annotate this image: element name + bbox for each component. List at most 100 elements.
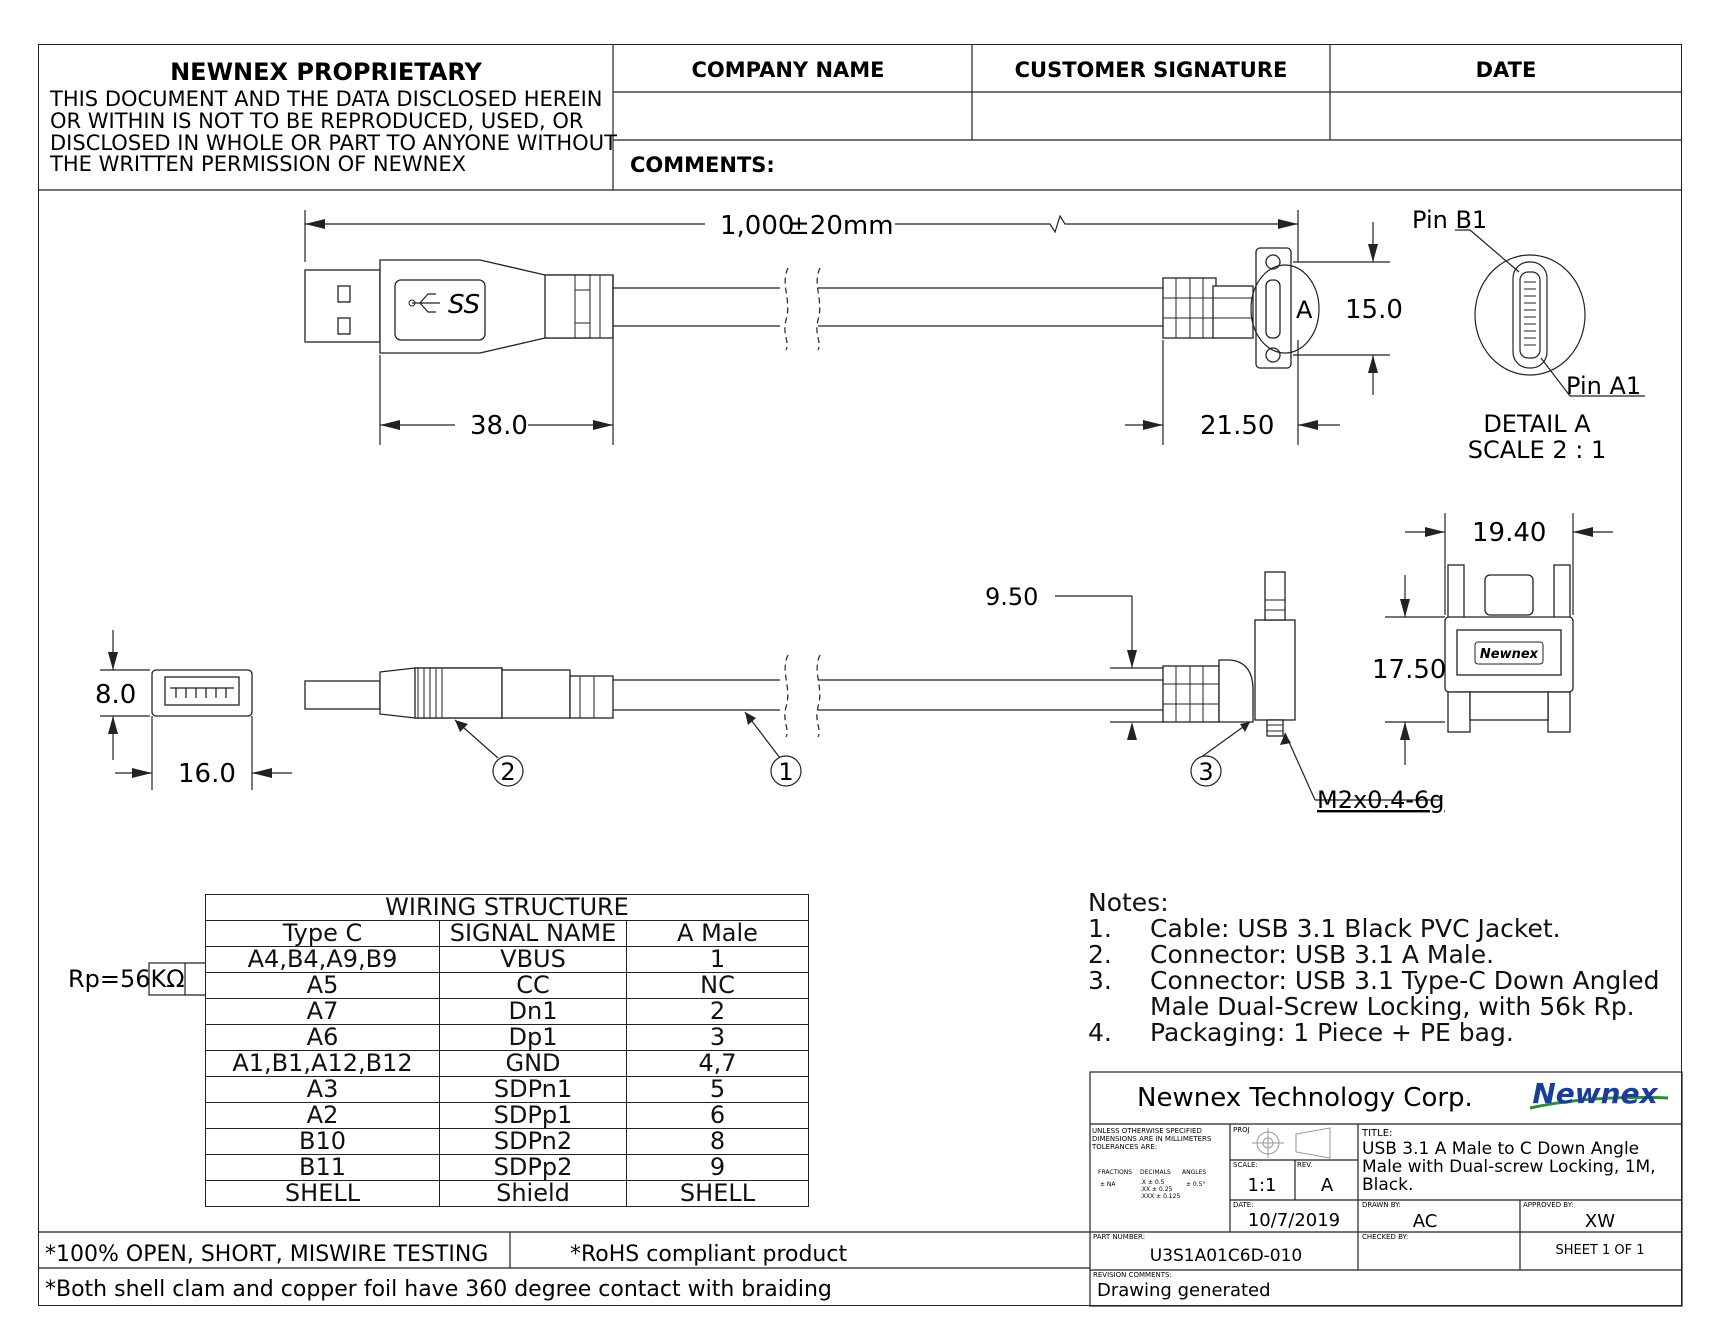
- header-grid: [38, 44, 1682, 191]
- svg-text:Newnex: Newnex: [1532, 1077, 1658, 1110]
- proprietary-title: NEWNEX PROPRIETARY: [170, 58, 482, 86]
- balloon-leaders: [454, 711, 1440, 801]
- tb-drawn-by-value: AC: [1413, 1211, 1438, 1232]
- rp-resistor-box: [148, 962, 205, 996]
- tb-title-line-2: Male with Dual-screw Locking, 1M,: [1362, 1157, 1656, 1177]
- tb-part-number-label: PART NUMBER:: [1093, 1233, 1145, 1241]
- wiring-header-type-c: Type C: [205, 920, 440, 947]
- tb-part-number-value: U3S1A01C6D-010: [1150, 1246, 1303, 1266]
- detail-a-marker: A: [1296, 296, 1313, 324]
- cable-top-view: [613, 267, 1163, 351]
- testing-note: *100% OPEN, SHORT, MISWIRE TESTING: [45, 1242, 488, 1267]
- wiring-header-signal: SIGNAL NAME: [439, 920, 627, 947]
- tb-tol-decimals: DECIMALS: [1140, 1169, 1171, 1176]
- a-port-height-value: 8.0: [95, 680, 136, 710]
- overall-length-dimension: [304, 210, 1299, 262]
- a-port-width-value: 16.0: [178, 759, 236, 789]
- tb-unless-1: UNLESS OTHERWISE SPECIFIED: [1092, 1127, 1202, 1135]
- tb-approved-by-label: APPROVED BY:: [1523, 1201, 1573, 1209]
- comments-label: COMMENTS:: [630, 153, 775, 177]
- tb-company: Newnex Technology Corp.: [1137, 1083, 1473, 1113]
- proprietary-line-2: OR WITHIN IS NOT TO BE REPRODUCED, USED,…: [50, 109, 584, 133]
- customer-signature-label: CUSTOMER SIGNATURE: [1015, 58, 1288, 82]
- usb-a-side-grip: [417, 668, 595, 718]
- balloon-3: 3: [1190, 755, 1222, 787]
- a-length-value: 38.0: [470, 411, 528, 441]
- tb-date-label: DATE:: [1233, 1201, 1254, 1209]
- usb-a-grip-lines: [418, 259, 601, 354]
- end-width-value: 19.40: [1472, 518, 1546, 548]
- note-item-continued: Male Dual-Screw Locking, with 56k Rp.: [1150, 992, 1635, 1021]
- svg-text:3: 3: [1198, 758, 1213, 786]
- detail-a-scale: SCALE 2 : 1: [1468, 436, 1606, 464]
- wiring-table: WIRING STRUCTURE Type C SIGNAL NAME A Ma…: [205, 894, 809, 1207]
- tb-tol-angles: ANGLES: [1182, 1169, 1206, 1176]
- tb-sheet: SHEET 1 OF 1: [1555, 1243, 1644, 1258]
- usb-a-plug-side-view: [304, 667, 614, 719]
- note-item: 1.Cable: USB 3.1 Black PVC Jacket.: [1088, 914, 1561, 943]
- overall-length-value: 1,000: [720, 211, 794, 241]
- proprietary-line-3: DISCLOSED IN WHOLE OR PART TO ANYONE WIT…: [50, 131, 617, 155]
- usb-a-end-view: [151, 669, 253, 717]
- tb-tol-fractions: FRACTIONS: [1098, 1169, 1132, 1176]
- tb-title-label: TITLE:: [1361, 1128, 1392, 1139]
- note-item: 2.Connector: USB 3.1 A Male.: [1088, 940, 1495, 969]
- type-c-connector-top-view: [1162, 247, 1292, 369]
- title-block-grid: [1089, 1071, 1683, 1307]
- offset-950-dimension: [1055, 595, 1163, 723]
- date-label: DATE: [1476, 58, 1537, 82]
- balloon-1: 1: [770, 755, 802, 787]
- svg-text:SS: SS: [448, 290, 480, 320]
- usb-ss-logo-icon: SS: [408, 290, 480, 320]
- tb-revision-comments-value: Drawing generated: [1097, 1280, 1271, 1301]
- company-name-label: COMPANY NAME: [691, 58, 884, 82]
- wiring-header-a-male: A Male: [626, 920, 809, 947]
- tb-tol-angle-value: ± 0.5°: [1186, 1181, 1205, 1188]
- tb-drawn-by-label: DRAWN BY:: [1362, 1201, 1401, 1209]
- tb-checked-by-label: CHECKED BY:: [1362, 1233, 1408, 1241]
- type-c-side-view: [1162, 571, 1296, 737]
- tb-approved-by-value: XW: [1585, 1211, 1615, 1232]
- offset-950-value: 9.50: [985, 583, 1038, 611]
- note-item: 4.Packaging: 1 Piece + PE bag.: [1088, 1018, 1514, 1047]
- type-c-grip-lines: [1163, 278, 1253, 338]
- detail-a-view: [1455, 229, 1645, 397]
- notes-title: Notes:: [1088, 888, 1169, 917]
- tb-title-line-1: USB 3.1 A Male to C Down Angle: [1362, 1139, 1639, 1159]
- tb-title-line-3: Black.: [1362, 1175, 1413, 1195]
- overall-length-tolerance: ±20mm: [788, 211, 894, 241]
- proprietary-line-4: THE WRITTEN PERMISSION OF NEWNEX: [49, 152, 466, 176]
- tb-scale-label: SCALE:: [1233, 1161, 1258, 1169]
- end-height-value: 17.50: [1372, 655, 1446, 685]
- tb-tol-dec-3: .XXX ± 0.125: [1140, 1193, 1180, 1200]
- tb-unless-2: DIMENSIONS ARE IN MILLIMETERS: [1092, 1135, 1212, 1143]
- cable-side-view: [613, 654, 1163, 738]
- pin-b1-label: Pin B1: [1412, 206, 1487, 234]
- tb-rev-value: A: [1321, 1175, 1334, 1196]
- tb-proj-label: PROJ: [1233, 1126, 1250, 1134]
- tb-tol-dec-2: .XX ± 0.25: [1140, 1186, 1173, 1193]
- proprietary-line-1: THIS DOCUMENT AND THE DATA DISCLOSED HER…: [49, 87, 603, 111]
- detail-a-circle: [1250, 264, 1320, 354]
- detail-a-pins: [1524, 281, 1536, 346]
- height-15-value: 15.0: [1345, 295, 1403, 325]
- balloon-2: 2: [492, 755, 524, 787]
- projection-symbol-icon: [1252, 1127, 1331, 1159]
- drawing-sheet: [38, 44, 1682, 1306]
- newnex-stamp-logo: Newnex: [1474, 641, 1544, 665]
- svg-text:1: 1: [778, 758, 793, 786]
- note-item: 3.Connector: USB 3.1 Type-C Down Angled: [1088, 966, 1660, 995]
- type-c-end-view: [1444, 564, 1574, 733]
- tb-revision-comments-label: REVISION COMMENTS:: [1093, 1271, 1172, 1279]
- tb-unless-3: TOLERANCES ARE:: [1091, 1143, 1157, 1151]
